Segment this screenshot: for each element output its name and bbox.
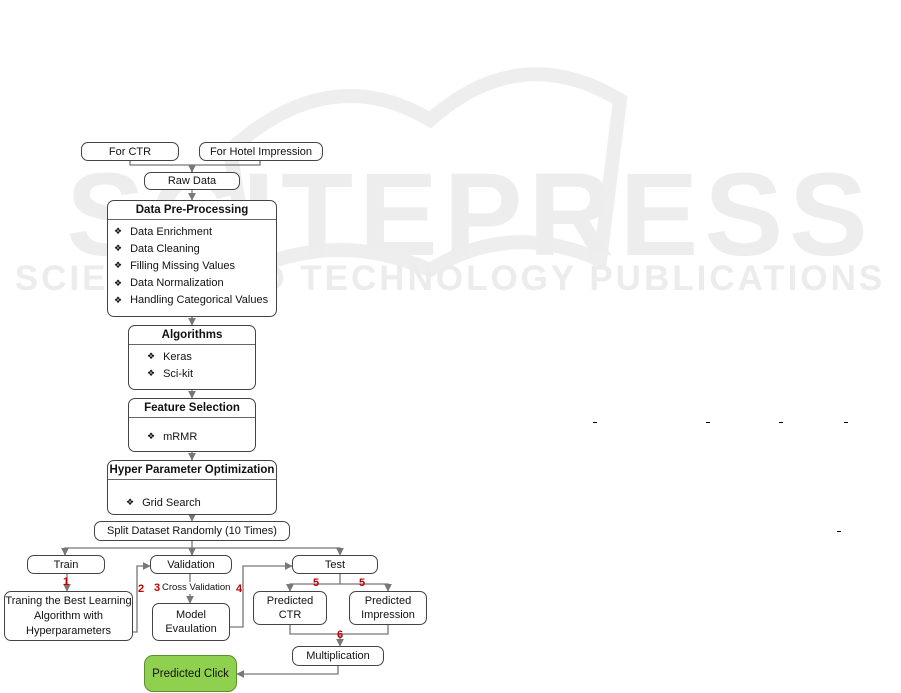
list-item-label: Data Normalization [130,277,224,290]
diamond-bullet-icon: ❖ [147,431,156,442]
split-dataset-label: Split Dataset Randomly (10 Times) [107,525,277,537]
list-item: ❖ Keras [147,348,255,365]
source-ctr: For CTR [81,142,179,161]
preprocessing-node: Data Pre-Processing ❖ Data Enrichment ❖ Da… [107,200,277,317]
list-item: ❖ Handling Categorical Values [114,292,276,309]
step-number-5a: 5 [313,577,320,589]
train-label: Train [53,558,79,571]
preprocessing-title: Data Pre-Processing [108,201,276,220]
feature-selection-title: Feature Selection [129,399,255,418]
diamond-bullet-icon: ❖ [114,243,123,254]
watermark-book-icon [222,67,628,281]
list-item: ❖ mRMR [147,428,255,445]
diamond-bullet-icon: ❖ [147,368,156,379]
train-node: Train [27,555,105,574]
list-item-label: mRMR [163,430,198,443]
list-item: ❖ Data Enrichment [114,223,276,240]
stray-dash [844,422,848,423]
predicted-ctr-label: Predicted CTR [266,595,314,621]
hyper-parameter-title: Hyper Parameter Optimization [108,461,276,480]
stray-dash [706,422,710,423]
validation-node: Validation [150,555,232,574]
step-number-5b: 5 [359,577,366,589]
step-number-1: 1 [63,576,70,588]
algorithms-title: Algorithms [129,326,255,345]
step-number-6: 6 [337,629,344,641]
predicted-click-node: Predicted Click [144,655,237,692]
list-item: ❖ Sci-kit [147,365,255,382]
hyper-parameter-node: Hyper Parameter Optimization ❖ Grid Searc… [107,460,277,515]
cross-validation-label: Cross Validation [162,582,231,594]
raw-data-label: Raw Data [167,175,217,187]
multiplication-label: Multiplication [306,650,370,662]
list-item: ❖ Filling Missing Values [114,257,276,274]
list-item-label: Grid Search [142,496,201,509]
stray-dash [837,531,841,532]
predicted-impression-label: Predicted Impression [361,595,415,621]
source-hotel-impression-label: For Hotel Impression [209,145,313,158]
list-item-label: Filling Missing Values [130,259,236,272]
diamond-bullet-icon: ❖ [147,351,156,362]
diamond-bullet-icon: ❖ [126,497,135,508]
step-number-2: 2 [138,583,145,595]
training-node: Traning the Best Learning Algorithm with… [4,591,133,641]
predicted-click-label: Predicted Click [152,667,229,680]
split-dataset-node: Split Dataset Randomly (10 Times) [94,521,290,541]
list-item: ❖ Data Normalization [114,275,276,292]
test-node: Test [292,555,378,574]
training-label: Traning the Best Learning Algorithm with… [5,594,132,637]
model-evaluation-label: Model Evaulation [165,609,217,635]
diamond-bullet-icon: ❖ [114,294,123,305]
list-item: ❖ Grid Search [126,494,276,511]
feature-selection-node: Feature Selection ❖ mRMR [128,398,256,452]
source-hotel-impression: For Hotel Impression [199,142,323,161]
diamond-bullet-icon: ❖ [114,226,123,237]
model-evaluation-node: Model Evaulation [152,603,230,641]
list-item: ❖ Data Cleaning [114,240,276,257]
diamond-bullet-icon: ❖ [114,277,123,288]
list-item-label: Sci-kit [163,367,194,380]
predicted-ctr-node: Predicted CTR [253,591,327,625]
predicted-impression-node: Predicted Impression [349,591,427,625]
diamond-bullet-icon: ❖ [114,260,123,271]
list-item-label: Data Cleaning [130,242,200,255]
multiplication-node: Multiplication [292,646,384,666]
validation-label: Validation [167,558,215,571]
source-ctr-label: For CTR [108,145,152,158]
test-label: Test [324,558,346,571]
stray-dash [779,422,783,423]
list-item-label: Keras [163,350,192,363]
step-number-4: 4 [236,583,243,595]
raw-data-node: Raw Data [144,172,240,190]
algorithms-node: Algorithms ❖ Keras ❖ Sci-kit [128,325,256,390]
stray-dash [593,422,597,423]
list-item-label: Handling Categorical Values [130,294,269,307]
step-number-3: 3 [154,582,161,594]
list-item-label: Data Enrichment [130,225,213,238]
